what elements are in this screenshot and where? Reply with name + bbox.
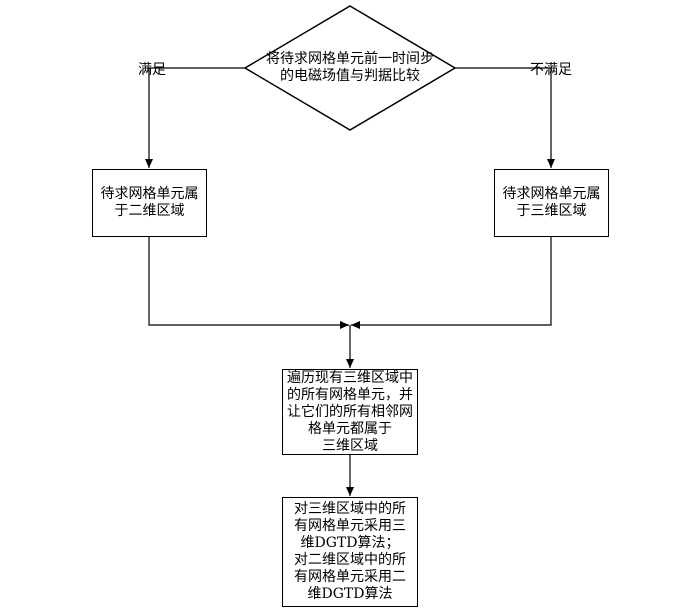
traverse-line-4: 格单元都属于 [308,420,392,437]
traverse-line-1: 遍历现有三维区域中 [287,369,413,386]
decision-text: 将待求网格单元前一时间步 的电磁场值与判据比较 [262,44,438,92]
box-2d-line-1: 待求网格单元属 [100,186,199,202]
decision-diamond [243,5,457,131]
algorithm-line-5: 有网格单元采用二 [294,569,406,585]
algorithm-line-3: 维DGTD算法； [300,535,400,551]
box-3d-region: 待求网格单元属 于三维区域 [494,169,609,237]
box-2d-region: 待求网格单元属 于二维区域 [92,169,207,237]
algorithm-line-4: 对二维区域中的所 [294,552,406,568]
box-dgtd-algorithm: 对三维区域中的所 有网格单元采用三 维DGTD算法； 对二维区域中的所 有网格单… [282,497,418,607]
decision-line-1: 将待求网格单元前一时间步 [266,51,434,67]
arrow-3d-to-merge [351,237,552,329]
arrow-2d-to-merge [148,237,349,329]
box-3d-line-1: 待求网格单元属 [502,186,601,202]
algorithm-line-6: 维DGTD算法 [307,586,393,602]
traverse-line-3: 让它们的所有相邻网 [287,403,413,420]
branch-no-label: 不满足 [530,62,572,78]
traverse-line-5: 三维区域 [322,437,378,454]
box-3d-line-2: 于三维区域 [516,203,587,219]
algorithm-line-1: 对三维区域中的所 [294,501,406,517]
traverse-line-2: 的所有网格单元，并 [287,386,413,403]
branch-yes-label: 满足 [138,62,166,78]
arrow-no-branch [455,67,555,168]
algorithm-line-2: 有网格单元采用三 [294,518,406,534]
decision-line-2: 的电磁场值与判据比较 [280,68,420,84]
box-traverse-3d: 遍历现有三维区域中 的所有网格单元，并 让它们的所有相邻网 格单元都属于 三维区… [282,369,418,455]
arrow-yes-branch [145,67,245,168]
box-2d-line-2: 于二维区域 [114,203,185,219]
